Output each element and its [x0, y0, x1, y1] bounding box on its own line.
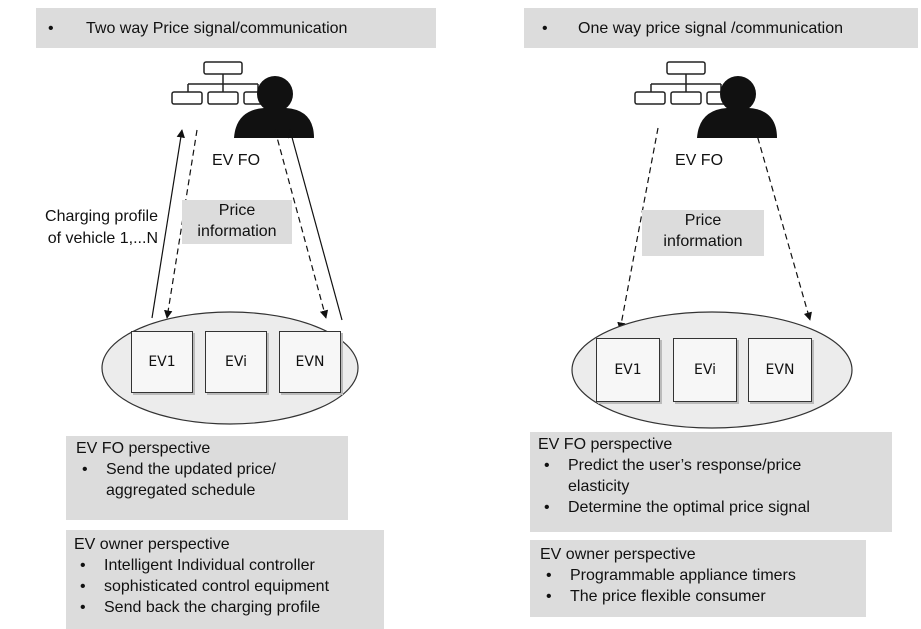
right-fo-perspective-box: EV FO perspective • Predict the user’s r…	[530, 432, 892, 532]
arrow-profile-up-right	[287, 129, 343, 321]
right-price-label: Price information	[642, 210, 764, 256]
left-owner-item: Send back the charging profile	[104, 599, 321, 616]
left-owner-item: sophisticated control equipment	[104, 578, 330, 595]
left-owner-perspective-box: EV owner perspective • Intelligent Indiv…	[66, 530, 384, 629]
arrow-price-down-left-r	[617, 127, 659, 331]
bullet-glyph: •	[48, 20, 54, 37]
ev-label: EVN	[765, 362, 795, 378]
ev-label: EV1	[614, 362, 642, 378]
ev-label: EVi	[693, 362, 716, 378]
left-fo-perspective-title: EV FO perspective	[76, 440, 211, 457]
left-ev-box-1: EV1	[131, 331, 193, 393]
org-node-mid	[670, 91, 702, 105]
arrow-price-down-right-r	[754, 127, 812, 321]
right-fo-item: Predict the user’s response/price	[568, 457, 802, 474]
left-operator-label: EV FO	[212, 152, 261, 169]
ev-label: EVN	[295, 354, 325, 370]
left-price-label: Price information	[182, 200, 292, 244]
right-fo-item: Determine the optimal price signal	[568, 499, 810, 516]
left-header-box: • Two way Price signal/communication	[36, 8, 436, 48]
right-ev-box-1: EV1	[596, 338, 660, 402]
right-fo-item-cont: elasticity	[568, 478, 630, 495]
right-owner-perspective-title: EV owner perspective	[540, 546, 696, 563]
right-header-title: One way price signal /communication	[578, 20, 844, 37]
ev-label: EVi	[224, 354, 247, 370]
org-node-left	[634, 91, 666, 105]
right-ev-box-n: EVN	[748, 338, 812, 402]
right-operator-label: EV FO	[675, 152, 724, 169]
right-owner-item: The price flexible consumer	[570, 588, 766, 605]
left-fo-item: Send the updated price/	[106, 461, 276, 478]
org-node-top	[666, 61, 706, 75]
right-fo-perspective-title: EV FO perspective	[538, 436, 673, 453]
person-silhouette	[697, 76, 777, 138]
right-operator-icon	[634, 61, 777, 138]
ev-label: EV1	[148, 354, 176, 370]
arrow-profile-up-left	[151, 129, 185, 319]
left-owner-item: Intelligent Individual controller	[104, 557, 315, 574]
org-node-mid	[207, 91, 239, 105]
left-header-title: Two way Price signal/communication	[86, 20, 348, 37]
right-ev-box-i: EVi	[673, 338, 737, 402]
org-node-left	[171, 91, 203, 105]
arrow-price-down-right	[274, 129, 329, 319]
left-fo-item-cont: aggregated schedule	[106, 482, 256, 499]
right-owner-item: Programmable appliance timers	[570, 567, 796, 584]
left-operator-icon	[171, 61, 314, 138]
left-profile-label: Charging profile of vehicle 1,...N	[45, 208, 158, 247]
right-header-box: • One way price signal /communication	[524, 8, 918, 48]
left-owner-perspective-title: EV owner perspective	[74, 536, 230, 553]
right-owner-perspective-box: EV owner perspective • Programmable appl…	[530, 540, 866, 617]
left-fo-perspective-box: EV FO perspective • Send the updated pri…	[66, 436, 348, 520]
left-ev-box-i: EVi	[205, 331, 267, 393]
left-ev-box-n: EVN	[279, 331, 341, 393]
